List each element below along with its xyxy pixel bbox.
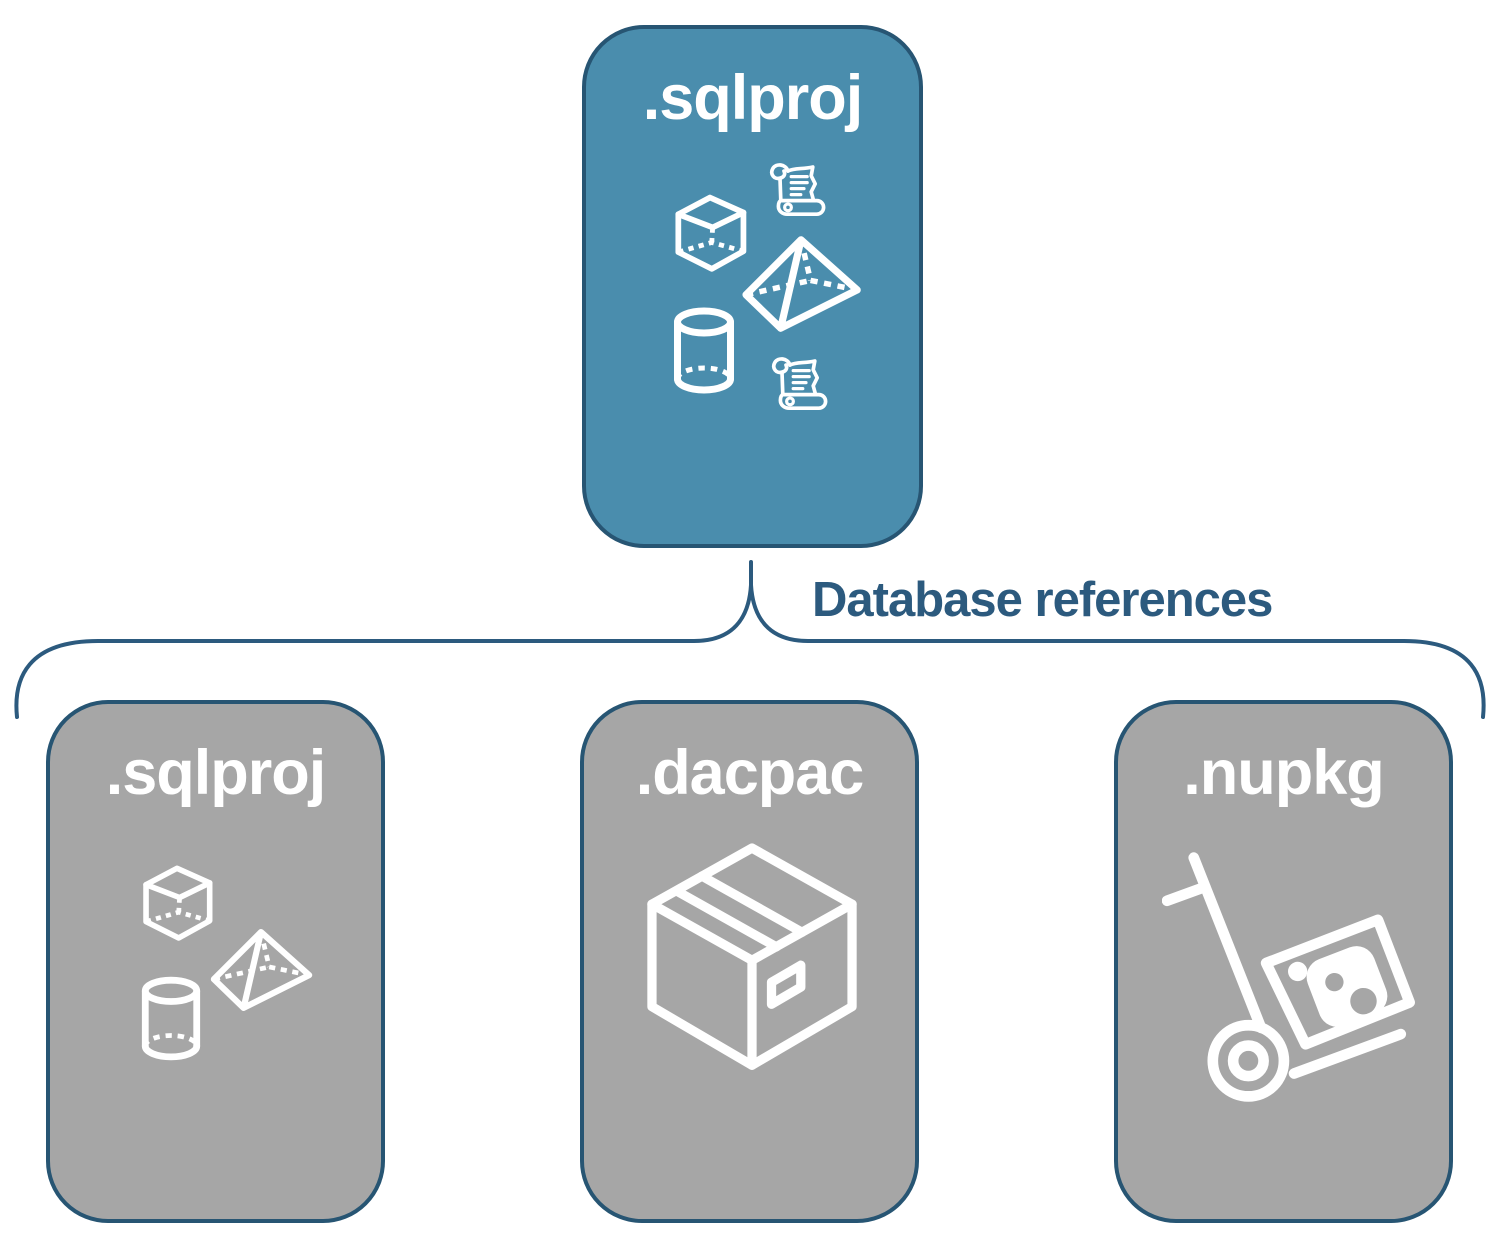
cube-icon xyxy=(134,858,220,944)
cube-icon xyxy=(666,187,754,275)
cylinder-icon xyxy=(670,307,738,395)
node-sqlproj-root: .sqlproj xyxy=(582,25,923,548)
package-icon xyxy=(630,828,874,1078)
node-title: .dacpac xyxy=(635,738,865,808)
handtruck-package-icon xyxy=(1162,850,1416,1104)
node-title: .sqlproj xyxy=(642,63,864,133)
scroll-icon xyxy=(764,159,828,223)
connector-label: Database references xyxy=(812,573,1273,627)
node-title: .sqlproj xyxy=(105,738,327,808)
cylinder-icon xyxy=(138,976,204,1062)
scroll-icon xyxy=(766,353,830,417)
pyramid-icon xyxy=(740,235,862,333)
node-title: .nupkg xyxy=(1183,738,1384,808)
pyramid-icon xyxy=(208,928,314,1012)
node-sqlproj-child: .sqlproj xyxy=(46,700,385,1223)
